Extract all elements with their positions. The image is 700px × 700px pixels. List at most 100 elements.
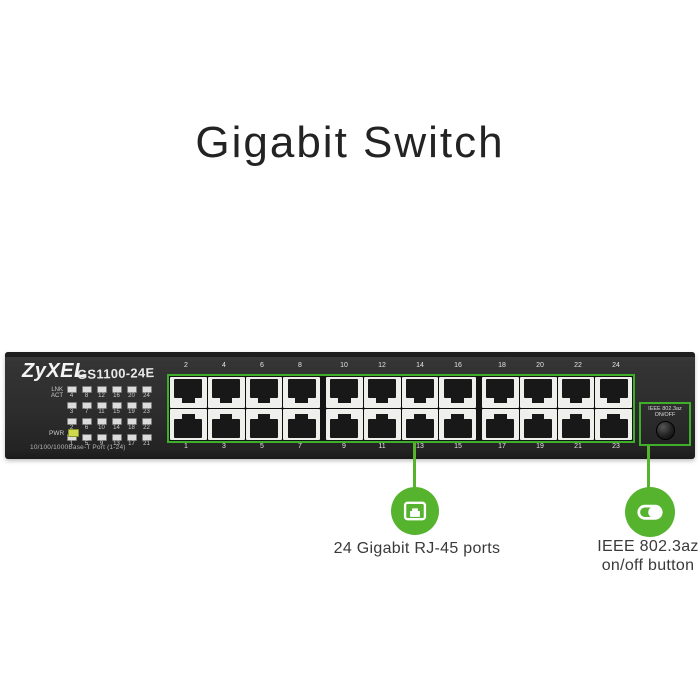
led-number: 16 <box>113 393 120 399</box>
led-number: 15 <box>113 409 120 415</box>
rj45-port <box>595 377 632 408</box>
led-number: 18 <box>128 425 135 431</box>
rj45-port <box>439 409 476 440</box>
led-cell: 11 <box>97 402 107 416</box>
led-cell: 16 <box>112 386 122 400</box>
led-number: 11 <box>98 409 105 415</box>
led-number: 6 <box>84 425 89 431</box>
led-cell: 15 <box>112 402 122 416</box>
port-number: 10 <box>340 362 348 369</box>
port-number: 2 <box>184 362 188 369</box>
led-number: 14 <box>113 425 120 431</box>
port-led-icon <box>142 386 152 393</box>
rj45-port <box>245 409 283 440</box>
port-led-icon <box>97 418 107 425</box>
eee-caption: IEEE 802.3az on/off button <box>573 537 700 575</box>
led-cell: 14 <box>112 418 122 432</box>
rj45-port <box>439 377 476 408</box>
toggle-switch-icon <box>637 504 663 520</box>
rj45-jack <box>212 413 241 438</box>
rj45-port-icon <box>403 501 427 521</box>
port-number: 5 <box>260 443 264 450</box>
port-led-icon <box>127 402 137 409</box>
rj45-jack <box>486 413 515 438</box>
port-led-icon <box>127 418 137 425</box>
rj45-port <box>482 377 519 408</box>
led-cell: 6 <box>82 418 92 432</box>
port-led-icon <box>112 418 122 425</box>
led-cell: 4 <box>67 386 77 400</box>
rj45-port <box>245 377 283 408</box>
led-number: 3 <box>69 409 74 415</box>
port-number: 24 <box>612 362 620 369</box>
model-number: GS1100-24E <box>76 364 155 383</box>
power-indicator: PWR <box>49 429 80 437</box>
rj45-port <box>207 409 245 440</box>
toggle-callout-badge <box>625 487 675 537</box>
rj45-jack <box>443 413 472 438</box>
rj45-callout-badge <box>391 487 439 535</box>
port-group <box>170 377 320 440</box>
led-cell: 17 <box>127 434 137 448</box>
rj45-jack <box>443 379 472 404</box>
rj45-port <box>595 409 632 440</box>
port-number: 3 <box>222 443 226 450</box>
act-label: ACT <box>51 393 63 399</box>
led-cell: 23 <box>142 402 152 416</box>
rj45-port <box>283 409 320 440</box>
led-cell: 22 <box>142 418 152 432</box>
rj45-jack <box>287 413 316 438</box>
port-led-icon <box>82 418 92 425</box>
led-cell: 24 <box>142 386 152 400</box>
rj45-port <box>557 377 595 408</box>
port-spec-text: 10/100/1000Base-T Port (1-24) <box>30 444 126 451</box>
led-cell: 18 <box>127 418 137 432</box>
rj45-jack <box>561 413 590 438</box>
brand-logo: ZyXEL <box>22 360 87 382</box>
port-number: 18 <box>498 362 506 369</box>
port-led-icon <box>112 434 122 441</box>
rj45-jack <box>524 413 553 438</box>
port-number: 6 <box>260 362 264 369</box>
led-number: 8 <box>84 393 89 399</box>
port-number: 14 <box>416 362 424 369</box>
port-led-icon <box>142 418 152 425</box>
port-led-icon <box>127 386 137 393</box>
led-number: 9 <box>99 441 104 447</box>
lnk-act-label: LNK ACT <box>45 387 63 399</box>
port-number: 13 <box>416 443 424 450</box>
rj45-port <box>170 409 207 440</box>
eee-button-label: IEEE 802.3az ON/OFF <box>641 406 689 418</box>
lnk-label: LNK <box>51 387 63 393</box>
port-number: 22 <box>574 362 582 369</box>
rj45-port <box>557 409 595 440</box>
port-number: 20 <box>536 362 544 369</box>
port-led-icon <box>97 386 107 393</box>
port-number: 7 <box>298 443 302 450</box>
rj45-jack <box>174 413 203 438</box>
rj45-jack <box>405 413 434 438</box>
led-cell: 12 <box>97 386 107 400</box>
led-cell: 3 <box>67 402 77 416</box>
rj45-jack <box>599 379 628 404</box>
rj45-jack <box>405 379 434 404</box>
port-number: 21 <box>574 443 582 450</box>
port-number-group: 18 20 22 24 <box>483 362 635 369</box>
led-cell: 21 <box>142 434 152 448</box>
rj45-port <box>326 377 363 408</box>
rj45-port <box>363 377 401 408</box>
led-number: 22 <box>143 425 150 431</box>
port-number: 11 <box>378 443 386 450</box>
rj45-jack <box>330 379 359 404</box>
port-group <box>326 377 476 440</box>
ports-caption: 24 Gigabit RJ-45 ports <box>333 540 501 557</box>
eee-pushbutton[interactable] <box>655 421 675 440</box>
rj45-port <box>519 377 557 408</box>
